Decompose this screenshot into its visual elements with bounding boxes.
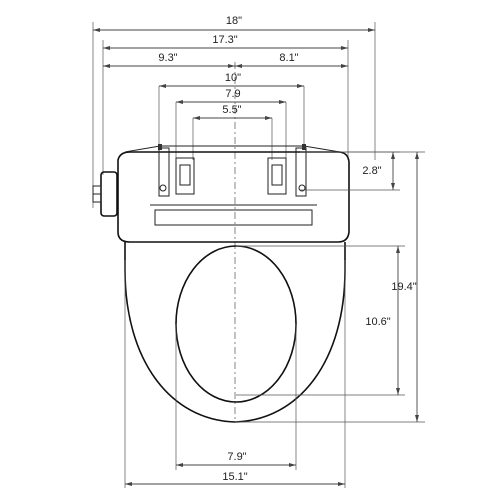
label-center-to-right: 8.1" [279, 52, 298, 64]
label-total-length: 19.4" [391, 281, 416, 293]
label-opening-length: 10.6" [365, 316, 390, 328]
seat-opening [175, 245, 297, 403]
dimension-body-width: 17.3" [102, 34, 349, 175]
dimension-split-width: 9.3" 8.1" [103, 52, 348, 68]
dimension-seat-width: 15.1" [124, 260, 346, 488]
dimension-bracket-outer: 10" [158, 72, 305, 148]
label-bracket-outer: 10" [225, 72, 241, 84]
dimension-bracket-inner: 5.5" [192, 104, 273, 160]
dimension-overall-width: 18" [92, 15, 376, 208]
dimension-total-length: 19.4" [235, 151, 425, 423]
label-overall-width: 18" [226, 15, 242, 27]
hinge-housing [92, 144, 350, 243]
label-bracket-mid: 7.9 [225, 88, 240, 100]
dimension-hinge-height: 2.8" [300, 151, 400, 191]
label-hinge-height: 2.8" [362, 165, 381, 177]
dimension-opening-length: 10.6" [236, 245, 405, 396]
label-seat-width: 15.1" [222, 471, 247, 483]
label-bracket-inner: 5.5" [222, 104, 241, 116]
dimension-bracket-mid: 7.9 [175, 88, 287, 160]
dimension-opening-width: 7.9" [175, 324, 297, 470]
label-opening-width: 7.9" [227, 451, 246, 463]
label-body-width: 17.3" [212, 34, 237, 46]
label-left-to-center: 9.3" [158, 52, 177, 64]
